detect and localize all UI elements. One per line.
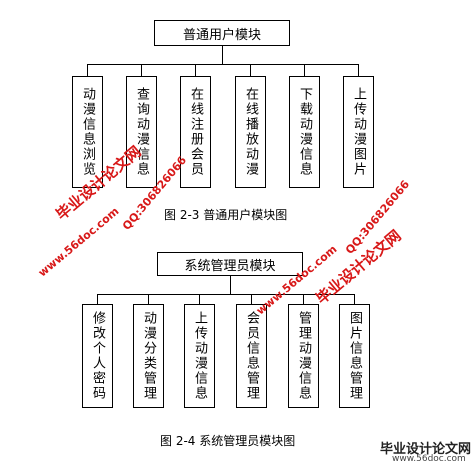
diagram2-caption: 图 2-4 系统管理员模块图	[160, 434, 296, 448]
diagram2-drop-4	[251, 294, 252, 304]
diagram1-root-box: 普通用户模块	[154, 20, 290, 46]
diagram1-child-box: 查询动漫信息	[126, 76, 157, 188]
diagram2-bus-line	[97, 294, 354, 295]
diagram2-child-box: 动漫分类管理	[133, 304, 164, 408]
diagram2-child-label: 会员信息管理	[244, 311, 259, 401]
diagram2-child-box: 修改个人密码	[82, 304, 113, 408]
diagram1-root-connector	[222, 46, 223, 64]
watermark-qq: QQ:306826066	[343, 177, 413, 257]
diagram1-child-box: 上传动漫图片	[343, 76, 374, 188]
diagram2-child-box: 图片信息管理	[339, 304, 370, 408]
diagram1-child-label: 在线注册会员	[188, 87, 203, 177]
diagram2-root-connector	[230, 276, 231, 294]
diagram1-drop-5	[304, 64, 305, 76]
diagram2-child-label: 修改个人密码	[90, 311, 105, 401]
diagram2-child-label: 图片信息管理	[347, 311, 362, 401]
diagram1-drop-3	[195, 64, 196, 76]
diagram2-drop-1	[97, 294, 98, 304]
diagram2-child-label: 管理动漫信息	[296, 311, 311, 401]
watermark-text: 毕业设计论文网	[312, 226, 405, 308]
diagram2-drop-6	[354, 294, 355, 304]
diagram1-child-box: 动漫信息浏览	[72, 76, 103, 188]
diagram2-child-label: 上传动漫信息	[192, 311, 207, 401]
diagram1-drop-1	[87, 64, 88, 76]
diagram2-root-label: 系统管理员模块	[184, 258, 276, 274]
diagram1-drop-6	[358, 64, 359, 76]
diagram2-drop-3	[199, 294, 200, 304]
diagram2-drop-2	[148, 294, 149, 304]
diagram2-child-box: 上传动漫信息	[184, 304, 215, 408]
diagram1-bus-line	[87, 64, 358, 65]
diagram1-drop-2	[141, 64, 142, 76]
diagram1-child-box: 下载动漫信息	[289, 76, 320, 188]
diagram1-child-label: 动漫信息浏览	[80, 87, 95, 177]
site-logo: 毕业设计论文网 www.56doc.com	[380, 438, 474, 466]
watermark-url: www.56doc.com	[35, 204, 122, 280]
site-logo-text: 毕业设计论文网	[380, 442, 472, 457]
diagram2-drop-5	[303, 294, 304, 304]
diagram2-child-label: 动漫分类管理	[141, 311, 156, 401]
diagram2-child-box: 管理动漫信息	[288, 304, 319, 408]
diagram1-caption: 图 2-3 普通用户模块图	[164, 208, 288, 222]
diagram1-child-label: 查询动漫信息	[134, 87, 149, 177]
diagram2-root-box: 系统管理员模块	[157, 252, 303, 276]
diagram1-child-label: 上传动漫图片	[351, 87, 366, 177]
diagram1-child-label: 在线播放动漫	[243, 87, 258, 177]
diagram2-child-box: 会员信息管理	[236, 304, 267, 408]
site-logo-url: www.56doc.com	[392, 454, 466, 464]
diagram1-child-box: 在线注册会员	[180, 76, 211, 188]
diagram1-child-box: 在线播放动漫	[235, 76, 266, 188]
diagram1-root-label: 普通用户模块	[182, 27, 261, 43]
diagram1-drop-4	[250, 64, 251, 76]
diagram1-child-label: 下载动漫信息	[297, 87, 312, 177]
